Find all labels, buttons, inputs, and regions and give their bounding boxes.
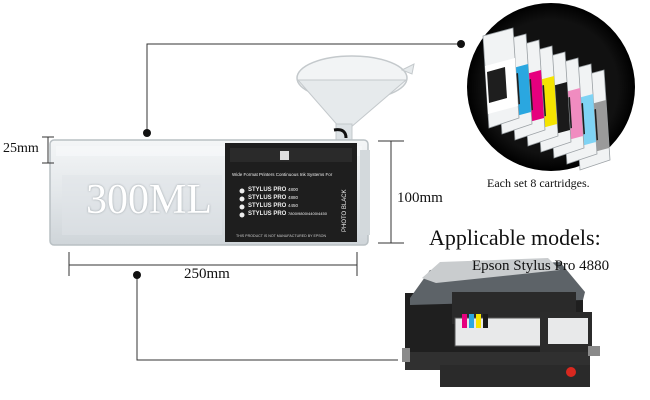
cartridge-set-photo [467,3,635,171]
printer-ink-slot [462,314,467,328]
cartridge-label [225,143,357,242]
label-footer-text: THIS PRODUCT IS NOT MANUFACTURED BY EPSO… [236,234,327,238]
printer-ink-slot [469,314,474,328]
label-header-text: Wide Format Printers Continuous Ink Syst… [232,172,333,177]
set-cartridge-label [487,67,507,103]
dimension-length: 250mm [184,266,230,282]
label-model-row: STYLUS PRO 4800 [248,187,299,193]
printer-photo [402,258,600,387]
printer-ink-slot [476,314,481,328]
dimension-height: 100mm [397,190,443,206]
connector-dot [143,129,151,137]
label-model-list: STYLUS PRO 4800 STYLUS PRO 4880 STYLUS P… [248,187,338,219]
connector-dot [457,40,465,48]
label-color-name: PHOTO BLACK [342,189,348,232]
connector-dot [133,271,141,279]
dimension-markers [42,136,404,276]
label-model-row: STYLUS PRO 4450 [248,203,299,209]
connector-lines [136,43,461,361]
set-caption: Each set 8 cartridges. [487,176,590,190]
label-model-row: STYLUS PRO 7800/9800/4400/4450 [248,211,327,217]
label-model-row: STYLUS PRO 4880 [248,195,299,201]
dimension-thickness: 25mm [3,141,39,156]
applicable-heading: Applicable models: [429,225,601,250]
applicable-model: Epson Stylus Pro 4880 [472,258,610,274]
printer-ink-slot [483,314,488,328]
capacity-label: 300ML [86,177,212,223]
funnel [296,55,415,143]
